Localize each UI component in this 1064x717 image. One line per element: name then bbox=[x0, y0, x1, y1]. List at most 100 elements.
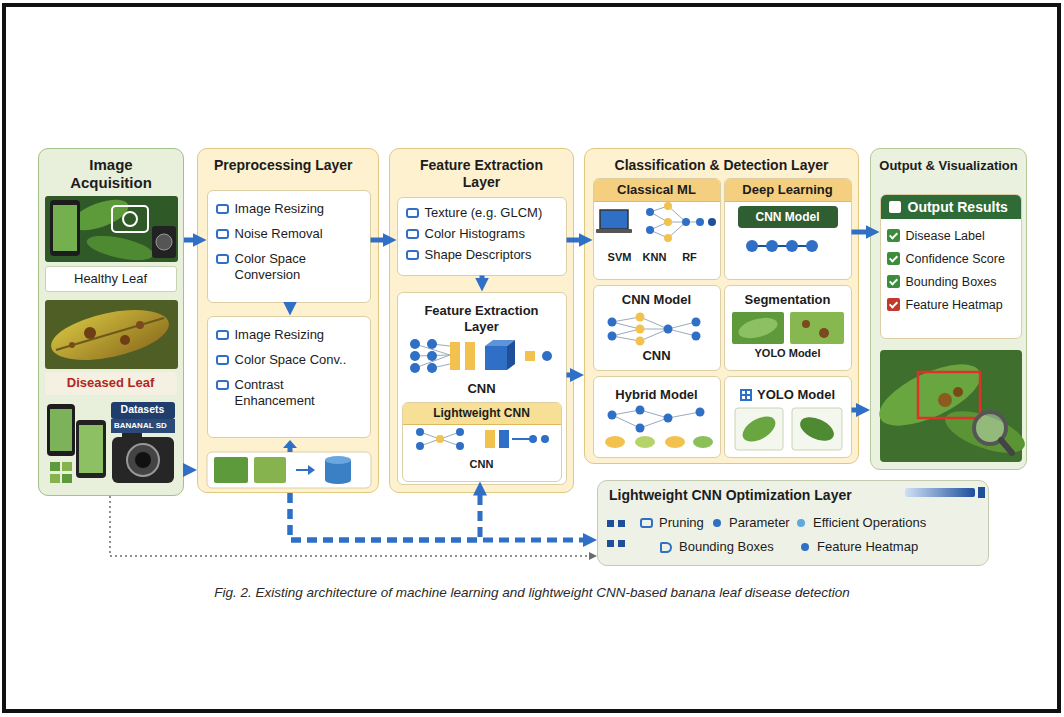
illustration-part bbox=[111, 419, 175, 433]
connector-arrow bbox=[290, 490, 480, 541]
method-box: Deep LearningCNN Model bbox=[724, 178, 852, 280]
illustration-part bbox=[214, 457, 248, 483]
illustration-part bbox=[427, 363, 437, 373]
illustration-part bbox=[696, 408, 705, 417]
node-text: Efficient Operations bbox=[794, 515, 926, 531]
illustration-part bbox=[45, 196, 178, 262]
method-box: Classical MLSVMKNNRF bbox=[593, 178, 721, 280]
illustration-part bbox=[56, 318, 164, 350]
node-text: CNN Model bbox=[602, 292, 712, 308]
illustration-part bbox=[646, 226, 654, 234]
illustration-part bbox=[254, 457, 286, 483]
node-text: Image Acquisition bbox=[39, 149, 183, 192]
connector-arrow bbox=[288, 303, 293, 308]
outer-frame bbox=[4, 5, 1059, 711]
illustration-part bbox=[50, 200, 80, 256]
illustration-part bbox=[871, 352, 989, 438]
node-text: Texture (e.g. GLCM) bbox=[406, 205, 558, 220]
illustration-part bbox=[68, 193, 133, 236]
connector-arrow bbox=[480, 276, 485, 284]
illustration-part bbox=[636, 424, 645, 433]
devices-and-camera bbox=[47, 404, 175, 483]
illustration-part bbox=[456, 428, 464, 436]
connector-arrow bbox=[852, 408, 863, 413]
cnn-graphic bbox=[410, 339, 552, 373]
illustration-part bbox=[465, 342, 475, 370]
illustration-part bbox=[880, 350, 1022, 462]
node-text: Classical ML bbox=[594, 179, 720, 202]
illustration-part bbox=[607, 540, 614, 547]
node-text: Pruning bbox=[640, 515, 704, 531]
illustration-part bbox=[692, 318, 701, 327]
node-text: Feature Extraction Layer bbox=[390, 149, 573, 191]
model-box: Hybrid Model bbox=[593, 376, 721, 458]
node-text: Segmentation bbox=[733, 292, 843, 308]
illustration-part bbox=[135, 452, 151, 468]
segmentation-images bbox=[732, 312, 844, 344]
node-text: KNN bbox=[638, 250, 672, 264]
hybrid-model-graphic bbox=[605, 406, 713, 449]
illustration-part bbox=[152, 226, 176, 258]
illustration-part bbox=[436, 435, 444, 443]
illustration-part bbox=[790, 312, 844, 344]
illustration-part bbox=[636, 406, 645, 415]
illustration-part bbox=[288, 447, 293, 452]
node-text: Output & Visualization bbox=[871, 149, 1026, 174]
node-text: Shape Descriptors bbox=[406, 247, 558, 262]
illustration-part bbox=[918, 372, 980, 418]
illustration-part bbox=[485, 430, 495, 448]
illustration-part bbox=[325, 456, 351, 464]
layer-panel: Feature Extraction LayerTexture (e.g. GL… bbox=[389, 148, 574, 493]
node-text: Bounding Boxes bbox=[887, 274, 1015, 290]
illustration-part bbox=[646, 208, 654, 216]
illustration-part bbox=[664, 234, 672, 242]
illustration-part bbox=[607, 520, 614, 527]
illustration-part bbox=[485, 340, 515, 346]
illustration-part bbox=[665, 436, 685, 448]
illustration-part bbox=[692, 332, 701, 341]
node-text: Image Resizing bbox=[216, 201, 362, 217]
connector-arrow bbox=[290, 493, 589, 540]
node-text: Confidence Score bbox=[887, 251, 1015, 267]
preprocessing-strip bbox=[207, 440, 371, 488]
label-tag: Healthy Leaf bbox=[45, 266, 177, 292]
illustration-part bbox=[410, 351, 420, 361]
model-box: YOLO Model bbox=[724, 376, 852, 458]
layer-panel: Classification & Detection LayerClassica… bbox=[584, 148, 859, 464]
illustration-part bbox=[325, 476, 351, 484]
node-text: Noise Removal bbox=[216, 226, 362, 242]
illustration-part bbox=[608, 411, 617, 420]
node-text: Diseased Leaf bbox=[45, 372, 177, 393]
deep-learning-dots bbox=[746, 240, 818, 252]
illustration-part bbox=[499, 430, 509, 448]
classical-ml-icons bbox=[596, 202, 716, 242]
illustration-part bbox=[53, 205, 77, 251]
node-text: Lightweight CNN bbox=[403, 403, 561, 425]
illustration-part bbox=[207, 452, 371, 488]
node-text: Color Histograms bbox=[406, 226, 558, 241]
layer-panel: Output & VisualizationOutput ResultsDise… bbox=[870, 148, 1027, 470]
illustration-part bbox=[650, 206, 700, 238]
illustration-part bbox=[802, 320, 810, 328]
process-box: Image ResizingNoise RemovalColor Space C… bbox=[207, 190, 371, 303]
illustration-part bbox=[50, 409, 72, 451]
illustration-part bbox=[62, 474, 72, 483]
illustration-part bbox=[410, 363, 420, 373]
illustration-part bbox=[738, 411, 779, 446]
illustration-part bbox=[905, 488, 975, 497]
node-text: CNN bbox=[406, 381, 558, 397]
illustration-part bbox=[47, 404, 75, 456]
optimization-icons bbox=[607, 487, 985, 547]
illustration-part bbox=[664, 202, 672, 210]
illustration-part bbox=[1001, 440, 1012, 453]
yolo-images bbox=[735, 408, 842, 450]
illustration-part bbox=[938, 393, 952, 407]
node-text: CNN bbox=[411, 457, 553, 471]
node-text: Feature Heatmap bbox=[887, 297, 1015, 313]
dataset-name: BANANAL SD bbox=[114, 421, 167, 431]
illustration-part bbox=[525, 351, 535, 361]
illustration-part bbox=[786, 240, 798, 252]
model-box: SegmentationYOLO Model bbox=[724, 285, 852, 371]
illustration-part bbox=[974, 412, 1006, 444]
